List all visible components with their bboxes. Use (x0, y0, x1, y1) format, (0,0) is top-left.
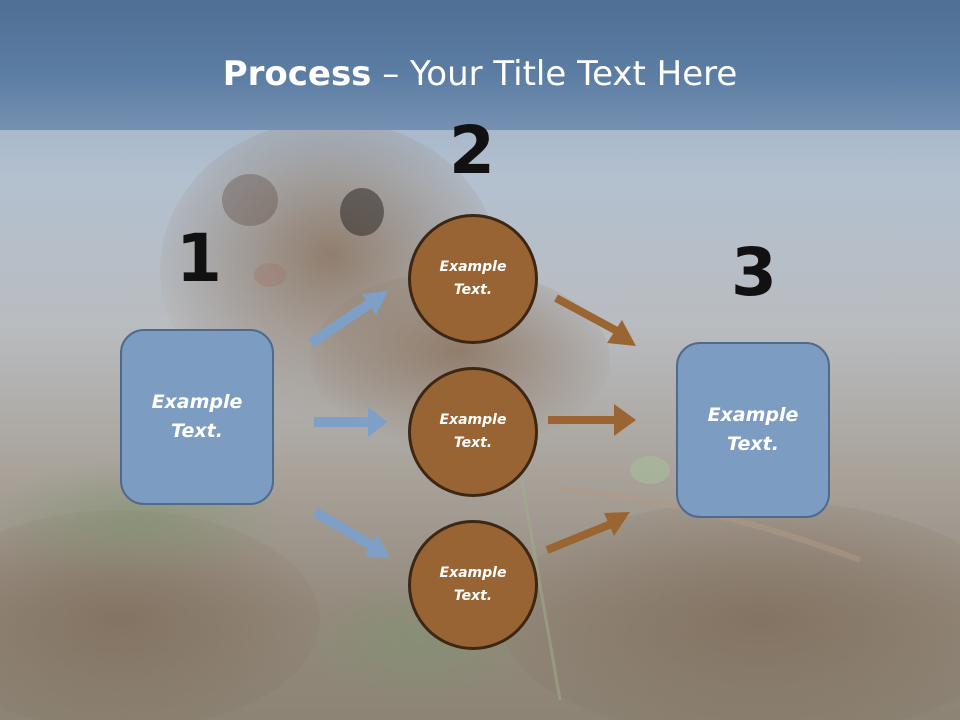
arrow-from-circle-top (554, 294, 636, 346)
circle-bottom-text: Example Text. (439, 565, 507, 604)
step-2-circle-top: Example Text. (408, 214, 538, 344)
step-number-3: 3 (731, 234, 777, 311)
step-3-text: Example Text. (707, 404, 799, 455)
arrow-from-circle-bottom (545, 512, 630, 554)
arrow-from-circle-middle (548, 404, 636, 436)
arrow-to-circle-top (308, 291, 388, 348)
title-bar (0, 0, 960, 130)
title-bold: Process (222, 54, 372, 94)
step-1-text: Example Text. (151, 391, 243, 442)
step-3-box: Example Text. (676, 342, 830, 518)
arrow-to-circle-middle (314, 407, 388, 437)
step-1-box: Example Text. (120, 329, 274, 505)
step-2-circle-middle: Example Text. (408, 367, 538, 497)
step-number-2: 2 (449, 112, 495, 189)
step-2-circle-bottom: Example Text. (408, 520, 538, 650)
step-number-1: 1 (176, 220, 222, 297)
arrow-to-circle-bottom (312, 507, 390, 558)
circle-middle-text: Example Text. (439, 412, 507, 451)
title-rest: – Your Title Text Here (371, 54, 738, 94)
slide-title: Process – Your Title Text Here (0, 52, 960, 96)
circle-top-text: Example Text. (439, 259, 507, 298)
